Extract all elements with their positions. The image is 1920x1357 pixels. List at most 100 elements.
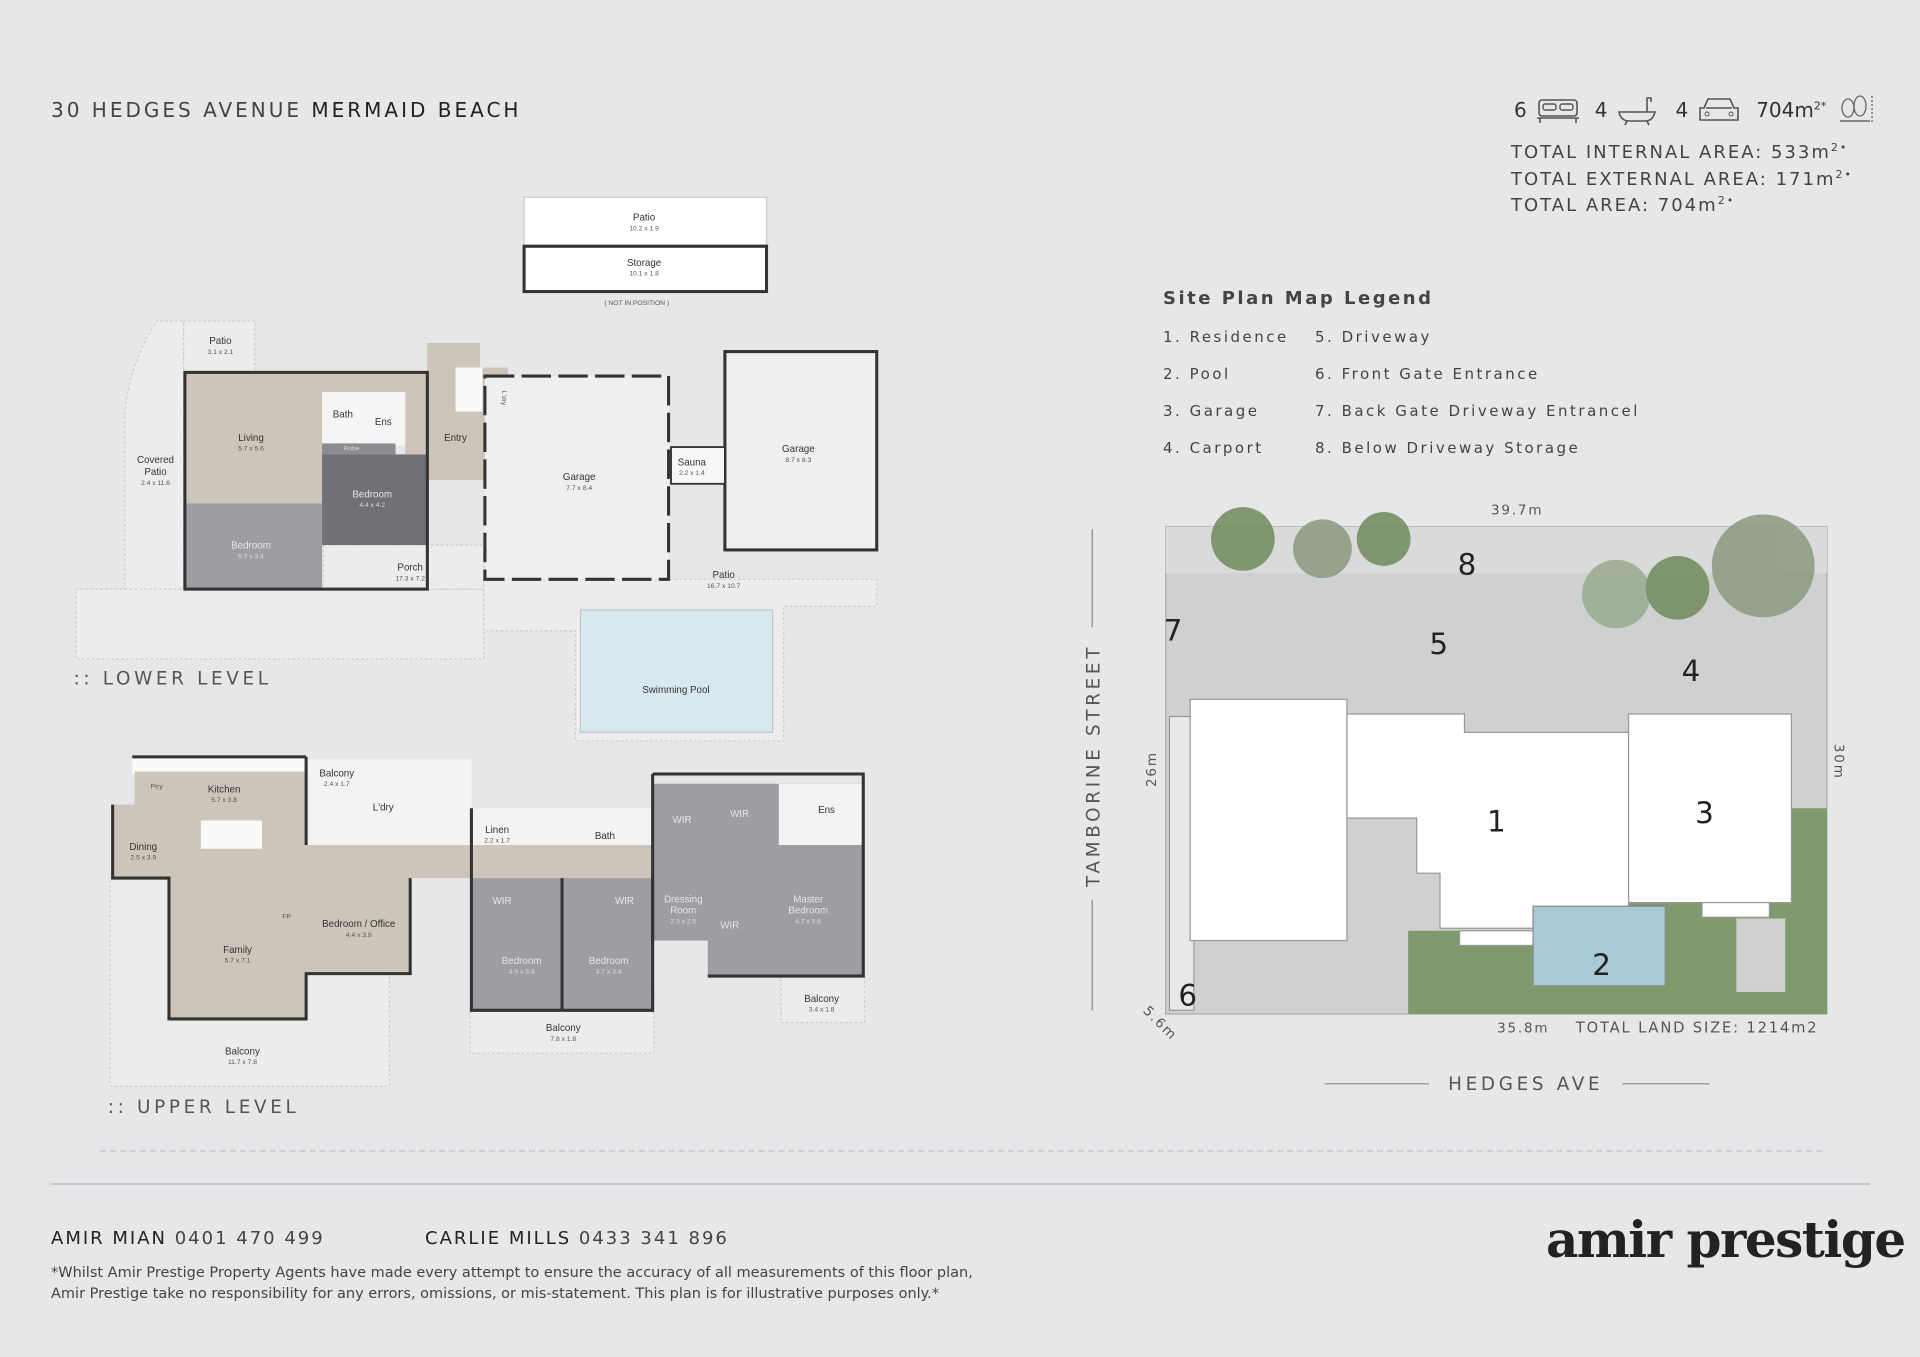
marker-2: 2 bbox=[1592, 948, 1611, 982]
marker-5: 5 bbox=[1429, 627, 1448, 661]
room-label: Storage bbox=[627, 258, 661, 269]
legend-item: 7. Back Gate Driveway Entrancel bbox=[1315, 402, 1640, 420]
marker-8: 8 bbox=[1458, 547, 1477, 581]
garage-2 bbox=[723, 350, 879, 552]
dim-right: 30m bbox=[1830, 744, 1845, 780]
room-label: WIR bbox=[720, 920, 739, 931]
marker-6: 6 bbox=[1178, 978, 1197, 1012]
room-label: Bedroom / Office bbox=[322, 919, 395, 930]
room-label: Linen bbox=[485, 825, 509, 836]
lower-level-label: :: LOWER LEVEL bbox=[73, 669, 271, 690]
marker-7: 7 bbox=[1164, 614, 1183, 648]
car-count: 4 bbox=[1675, 98, 1689, 122]
room-label: Bath bbox=[595, 831, 615, 842]
room-label: Robe bbox=[343, 446, 359, 453]
dim-bottom: 35.8m bbox=[1497, 1021, 1549, 1036]
room-label: Family bbox=[223, 945, 252, 956]
room-label: 3.1 x 2.1 bbox=[208, 349, 234, 356]
room-label: WIR bbox=[493, 896, 512, 907]
site-plan: 1 2 3 4 5 6 7 8 39.7m 26m 30m 5.6m 35.8m… bbox=[1084, 503, 1846, 1095]
room-label: 10.1 x 1.8 bbox=[629, 271, 659, 278]
room-label: 2.4 x 11.6 bbox=[141, 480, 170, 487]
bedroom-count: 6 bbox=[1514, 98, 1527, 122]
external-area: TOTAL EXTERNAL AREA: 171m2• bbox=[1511, 168, 1853, 190]
room-label: Porch bbox=[397, 563, 423, 574]
room-label: 5.7 x 3.4 bbox=[238, 554, 264, 561]
room-label: 3.9 x 3.4 bbox=[509, 969, 535, 976]
room-label: 2.3 x 2.5 bbox=[670, 918, 696, 925]
brand-logo: amir prestige bbox=[1546, 1210, 1906, 1269]
legend-item: 5. Driveway bbox=[1315, 328, 1432, 346]
room-label: Covered bbox=[137, 455, 174, 466]
room-label: Room bbox=[670, 906, 696, 917]
agent-contact-1: AMIR MIAN 0401 470 499 bbox=[51, 1228, 325, 1249]
legend-item: 8. Below Driveway Storage bbox=[1315, 439, 1581, 457]
room-label: 5.7 x 3.8 bbox=[211, 797, 237, 804]
room-label: L'dry bbox=[373, 803, 394, 814]
room-label: Bedroom bbox=[352, 489, 392, 500]
room-label: 2.4 x 1.7 bbox=[324, 781, 350, 788]
room-label: 3.7 x 3.4 bbox=[596, 969, 622, 976]
internal-area: TOTAL INTERNAL AREA: 533m2• bbox=[1511, 141, 1849, 163]
marker-1: 1 bbox=[1487, 805, 1506, 839]
upper-level-label: :: UPPER LEVEL bbox=[108, 1097, 300, 1118]
living-room bbox=[184, 372, 323, 504]
room-label: 8.7 x 8.3 bbox=[785, 457, 811, 464]
room-label: 2.2 x 1.4 bbox=[679, 470, 705, 477]
room-label: Swimming Pool bbox=[642, 685, 709, 696]
room-label: Bedroom bbox=[231, 541, 271, 552]
bath-icon bbox=[1618, 97, 1657, 126]
bathroom-count: 4 bbox=[1594, 98, 1608, 122]
land-trees-icon bbox=[1840, 95, 1874, 124]
room-label: Dressing bbox=[664, 895, 703, 906]
disclaimer-line-1: *Whilst Amir Prestige Property Agents ha… bbox=[51, 1265, 973, 1281]
room-label: Ptry bbox=[151, 784, 164, 791]
property-address: 30 HEDGES AVENUE MERMAID BEACH bbox=[51, 98, 522, 122]
room-label: 4.4 x 3.9 bbox=[346, 932, 372, 939]
room-label: 7.8 x 1.8 bbox=[550, 1036, 576, 1043]
room-label: WIR bbox=[615, 896, 634, 907]
room-label: 11.7 x 7.8 bbox=[228, 1059, 257, 1066]
legend-item: 1. Residence bbox=[1163, 328, 1289, 346]
legend-item: 6. Front Gate Entrance bbox=[1315, 365, 1540, 383]
room-label: Patio bbox=[633, 213, 656, 224]
room-label: Ens bbox=[375, 417, 392, 428]
room-label: Balcony bbox=[804, 994, 839, 1005]
agent1-phone[interactable]: 0401 470 499 bbox=[174, 1228, 325, 1249]
property-stats: 6 4 4 704m2* bbox=[1514, 94, 1880, 126]
room-label: Bedroom bbox=[502, 956, 542, 967]
marker-3: 3 bbox=[1695, 796, 1714, 830]
room-label: 10.2 x 1.9 bbox=[629, 225, 659, 232]
bedroom-lower bbox=[184, 503, 323, 590]
room-label: 7.7 x 8.4 bbox=[566, 485, 592, 492]
dim-top: 39.7m bbox=[1491, 503, 1543, 518]
room-label: FP bbox=[282, 914, 291, 921]
legend-item: 4. Carport bbox=[1163, 439, 1264, 457]
room-label: 16.7 x 10.7 bbox=[707, 583, 741, 590]
room-label: 4.4 x 4.2 bbox=[359, 502, 385, 509]
room-label: 2.2 x 1.7 bbox=[484, 838, 510, 845]
agent2-phone[interactable]: 0433 341 896 bbox=[578, 1228, 729, 1249]
land-area: 704m2* bbox=[1756, 98, 1827, 122]
room-label: Garage bbox=[563, 472, 596, 483]
garage-1 bbox=[483, 374, 671, 581]
room-label: L'dry bbox=[500, 391, 507, 406]
room-label: Balcony bbox=[319, 768, 354, 779]
room-label: 4.7 x 5.6 bbox=[795, 918, 821, 925]
agent-contact-2: CARLIE MILLS 0433 341 896 bbox=[425, 1228, 729, 1249]
room-label: ( NOT IN POSITION ) bbox=[604, 300, 669, 307]
car-icon bbox=[1699, 98, 1740, 121]
room-label: WIR bbox=[673, 815, 692, 826]
room-label: Patio bbox=[144, 467, 167, 478]
room-label: Balcony bbox=[225, 1046, 260, 1057]
room-label: Dining bbox=[129, 842, 157, 853]
room-label: Bath bbox=[333, 410, 353, 421]
legend-title: Site Plan Map Legend bbox=[1163, 288, 1434, 309]
room-label: 3.4 x 1.8 bbox=[809, 1007, 835, 1014]
room-label: Patio bbox=[209, 336, 232, 347]
detached-storage bbox=[522, 244, 769, 294]
room-label: 5.7 x 7.1 bbox=[225, 958, 251, 965]
room-label: Patio bbox=[713, 570, 736, 581]
